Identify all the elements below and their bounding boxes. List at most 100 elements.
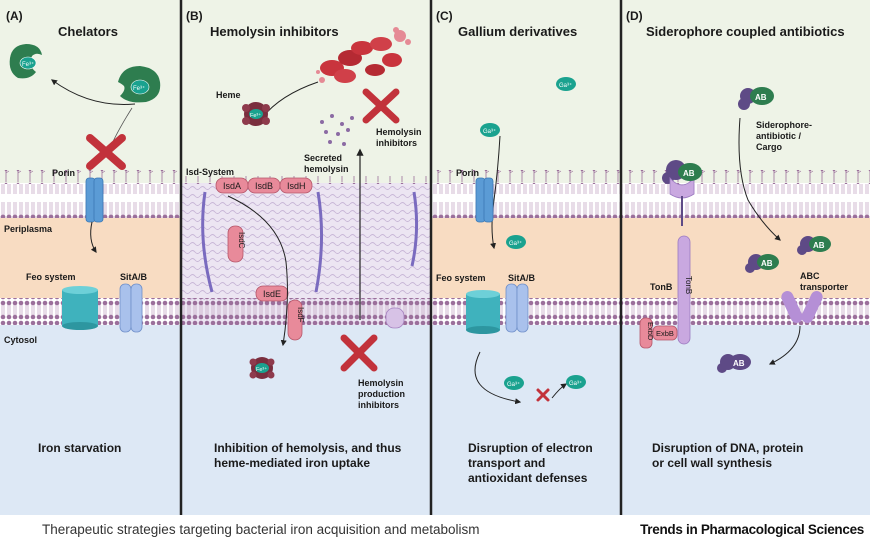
ga3-label-c1: Ga³⁺ (559, 82, 572, 89)
cargo-uptake-arrow (738, 117, 781, 241)
panel-a-title: Chelators (58, 24, 118, 39)
secreted-label-1: Secreted (304, 153, 342, 163)
redox-arrow (551, 383, 567, 399)
outcome-a: Iron starvation (38, 441, 121, 455)
tonb-protein: TonB (677, 235, 693, 345)
isdh-label: IsdH (287, 181, 306, 191)
isdf-label: IsdF (296, 307, 305, 323)
cytosol-label: Cytosol (4, 335, 37, 345)
tonb-vertical-label: TonB (684, 276, 693, 294)
production-inhibitors-label-3: inhibitors (358, 400, 399, 410)
secreted-label-2: hemolysin (304, 164, 349, 174)
isdb-protein: IsdB (247, 177, 281, 194)
figure-caption: Therapeutic strategies targeting bacteri… (42, 522, 480, 537)
outer-membrane (0, 170, 870, 218)
heme-import-arrow (227, 195, 288, 347)
sita-b-icon (505, 283, 529, 333)
heme-icon: Fe³⁺ (242, 102, 270, 126)
anchor-curve-1 (201, 191, 214, 293)
heme-cytosol-icon: Fe³⁺ (249, 357, 275, 379)
abc-label-1: ABC (800, 271, 820, 281)
ga3-label-c5: Ga³⁺ (569, 380, 582, 387)
porin-arrow-a (90, 221, 97, 253)
panel-b-letter: (B) (186, 9, 203, 23)
feo-label-c: Feo system (436, 273, 486, 283)
hemolysin-inhibitors-label-2: inhibitors (376, 138, 417, 148)
panel-b: (B) Hemolysin inhibitors Heme (186, 9, 422, 470)
outcome-c-3: antioxidant defenses (468, 471, 588, 485)
outcome-b-1: Inhibition of hemolysis, and thus (214, 441, 402, 455)
ga3-label-c4: Ga³⁺ (507, 381, 520, 388)
background-zones (0, 0, 870, 515)
panel-d-letter: (D) (626, 9, 643, 23)
outer-membrane-receptor-icon: AB (662, 160, 702, 199)
ab-label-d2: AB (683, 169, 695, 178)
abc-label-2: transporter (800, 282, 849, 292)
periplasmic-cargo-icon: AB (797, 236, 831, 255)
cargo-label-1: Siderophore- (756, 120, 812, 130)
exbb-label: ExbB (656, 329, 674, 338)
siderophore-antibiotic-icon: AB (738, 87, 774, 110)
fe3-label-heme2: Fe³⁺ (256, 366, 267, 373)
panel-a: (A) Chelators Fe³⁺ Fe³⁺ Porin Periplasma… (4, 9, 161, 455)
isda-label: IsdA (223, 181, 241, 191)
panel-c-letter: (C) (436, 9, 453, 23)
isd-system-label: Isd-System (186, 167, 234, 177)
cargo-label-2: antibiotic / (756, 131, 801, 141)
exbd-label: ExbD (646, 322, 655, 341)
hemolysin-block-x-icon (362, 88, 400, 124)
panel-c: (C) Gallium derivatives Ga³⁺ Ga³⁺ Porin … (436, 9, 593, 485)
outcome-d-2: or cell wall synthesis (652, 456, 772, 470)
outcome-b-2: heme-mediated iron uptake (214, 456, 370, 470)
heme-label: Heme (216, 90, 241, 100)
feo-system-icon (466, 290, 500, 334)
sita-b-icon (119, 283, 143, 333)
chelation-arrow (51, 79, 136, 105)
tonb-label: TonB (650, 282, 673, 292)
small-block-x-icon (536, 388, 550, 402)
exbb-protein: ExbB (652, 325, 678, 341)
abc-import-arrow (768, 325, 801, 365)
journal-name: Trends in Pharmacological Sciences (640, 522, 864, 537)
periplasmic-cargo-icon: AB (745, 254, 779, 273)
abc-transporter-icon (781, 291, 823, 323)
ab-label-d4: AB (761, 259, 773, 268)
isdc-label: IsdC (237, 232, 246, 249)
isdb-label: IsdB (255, 181, 273, 191)
gallium-ion-icon: Ga³⁺ (480, 123, 500, 137)
hemolysin-inhibitors-label-1: Hemolysin (376, 127, 422, 137)
ab-label-d3: AB (813, 241, 825, 250)
hemolysin-dots-icon (320, 114, 354, 146)
panel-d: (D) Siderophore coupled antibiotics AB S… (626, 9, 849, 470)
porin-label-a: Porin (52, 168, 75, 178)
sit-label-c: SitA/B (508, 273, 536, 283)
exbd-protein: ExbD (639, 317, 655, 349)
ab-label-d5: AB (733, 359, 745, 368)
ab-label-d1: AB (755, 93, 767, 102)
gallium-ion-icon: Ga³⁺ (566, 375, 586, 389)
red-blood-cells-icon (316, 27, 411, 83)
outcome-c-1: Disruption of electron (468, 441, 593, 455)
gallium-to-target-arrow (474, 351, 522, 405)
fe3-label-heme: Fe³⁺ (250, 112, 261, 119)
panel-dividers (179, 0, 623, 515)
anchor-curve-2 (314, 191, 324, 293)
block-x-icon (86, 134, 126, 170)
isdf-protein: IsdF (287, 299, 305, 341)
fe3-label-a2: Fe³⁺ (133, 85, 145, 92)
production-inhibitors-label-2: production (358, 389, 405, 399)
production-block-x-icon (340, 334, 378, 372)
fe3-label-a1: Fe³⁺ (22, 61, 34, 68)
ga3-label-c3: Ga³⁺ (509, 240, 522, 247)
cargo-label-3: Cargo (756, 142, 783, 152)
outcome-c-2: transport and (468, 456, 545, 470)
ga3-label-c2: Ga³⁺ (483, 128, 496, 135)
anchor-curve-3 (410, 191, 419, 267)
siderophore-icon: Fe³⁺ (9, 44, 42, 79)
gallium-ion-icon: Ga³⁺ (556, 77, 576, 91)
feo-system-icon (62, 286, 98, 330)
panel-d-title: Siderophore coupled antibiotics (646, 24, 845, 39)
panel-c-title: Gallium derivatives (458, 24, 577, 39)
gallium-uptake-arrow (490, 135, 501, 250)
isde-label: IsdE (263, 289, 281, 299)
